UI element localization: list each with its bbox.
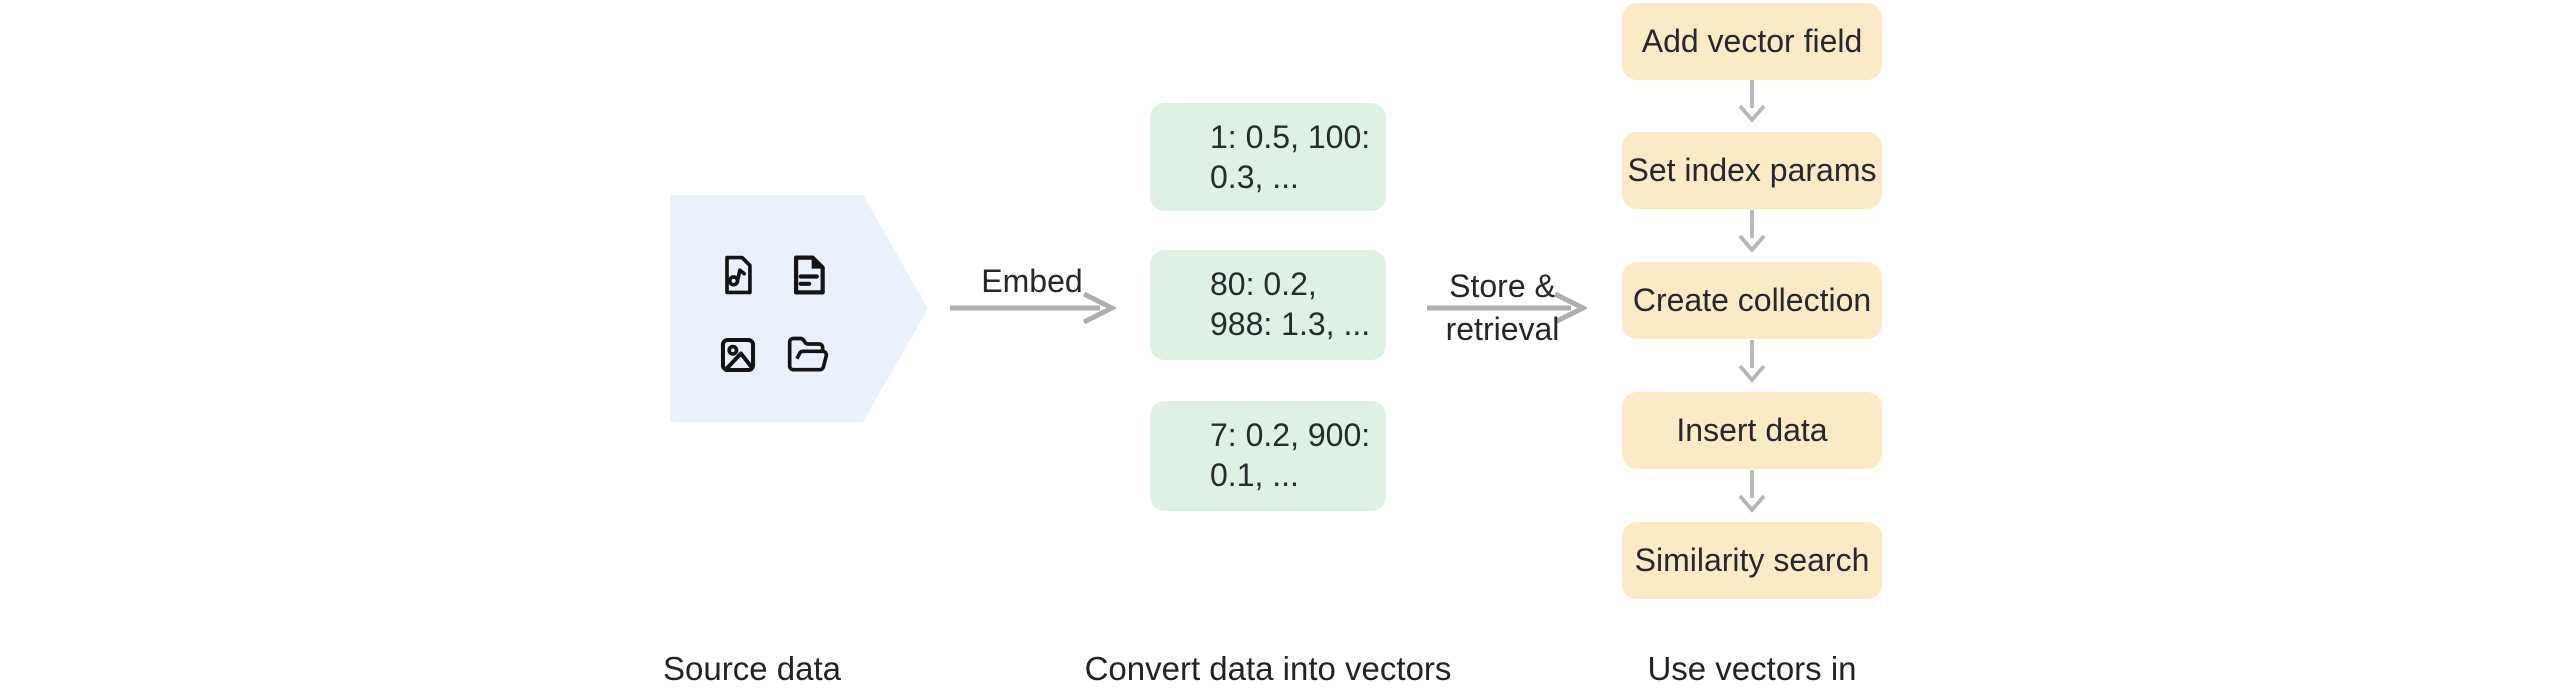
- store-retrieval-arrow: [1427, 291, 1587, 325]
- step-create-collection: Create collection: [1622, 262, 1882, 339]
- down-arrow-icon: [1738, 80, 1766, 123]
- down-arrow-icon: [1738, 340, 1766, 383]
- convert-data-label: Convert data into vectors: [1084, 650, 1452, 687]
- store-retrieval-label-line2: retrieval: [1445, 311, 1560, 347]
- vector-box-3-line2: 0.1, ...: [1210, 457, 1299, 493]
- source-data-shape: [670, 195, 928, 422]
- vector-box-2-line2: 988: 1.3, ...: [1210, 306, 1371, 342]
- vector-box-1-line1: 1: 0.5, 100:: [1210, 119, 1371, 155]
- text-file-icon: [793, 255, 825, 295]
- vector-box-2-line1: 80: 0.2,: [1210, 266, 1317, 302]
- vector-box-1: 1: 0.5, 100: 0.3, ...: [1150, 103, 1386, 211]
- down-arrow-icon: [1738, 470, 1766, 513]
- embed-arrow: [950, 291, 1116, 325]
- vector-box-2: 80: 0.2, 988: 1.3, ...: [1150, 250, 1386, 360]
- step-similarity-search: Similarity search: [1622, 522, 1882, 599]
- vector-box-3-line1: 7: 0.2, 900:: [1210, 417, 1371, 453]
- folder-open-icon: [787, 336, 829, 372]
- vector-box-1-line2: 0.3, ...: [1210, 159, 1299, 195]
- source-data-label: Source data: [663, 650, 841, 687]
- step-set-index-params: Set index params: [1622, 132, 1882, 209]
- image-icon: [720, 337, 756, 373]
- store-retrieval-label-line1: Store &: [1449, 268, 1556, 304]
- down-arrow-icon: [1738, 210, 1766, 253]
- vector-box-3: 7: 0.2, 900: 0.1, ...: [1150, 401, 1386, 511]
- step-insert-data: Insert data: [1622, 392, 1882, 469]
- embed-arrow-label: Embed: [981, 263, 1083, 299]
- step-add-vector-field: Add vector field: [1622, 3, 1882, 80]
- source-icons-grid: [716, 253, 830, 377]
- use-vectors-label: Use vectors in Milvus: [1647, 650, 1857, 687]
- music-file-icon: [725, 255, 752, 295]
